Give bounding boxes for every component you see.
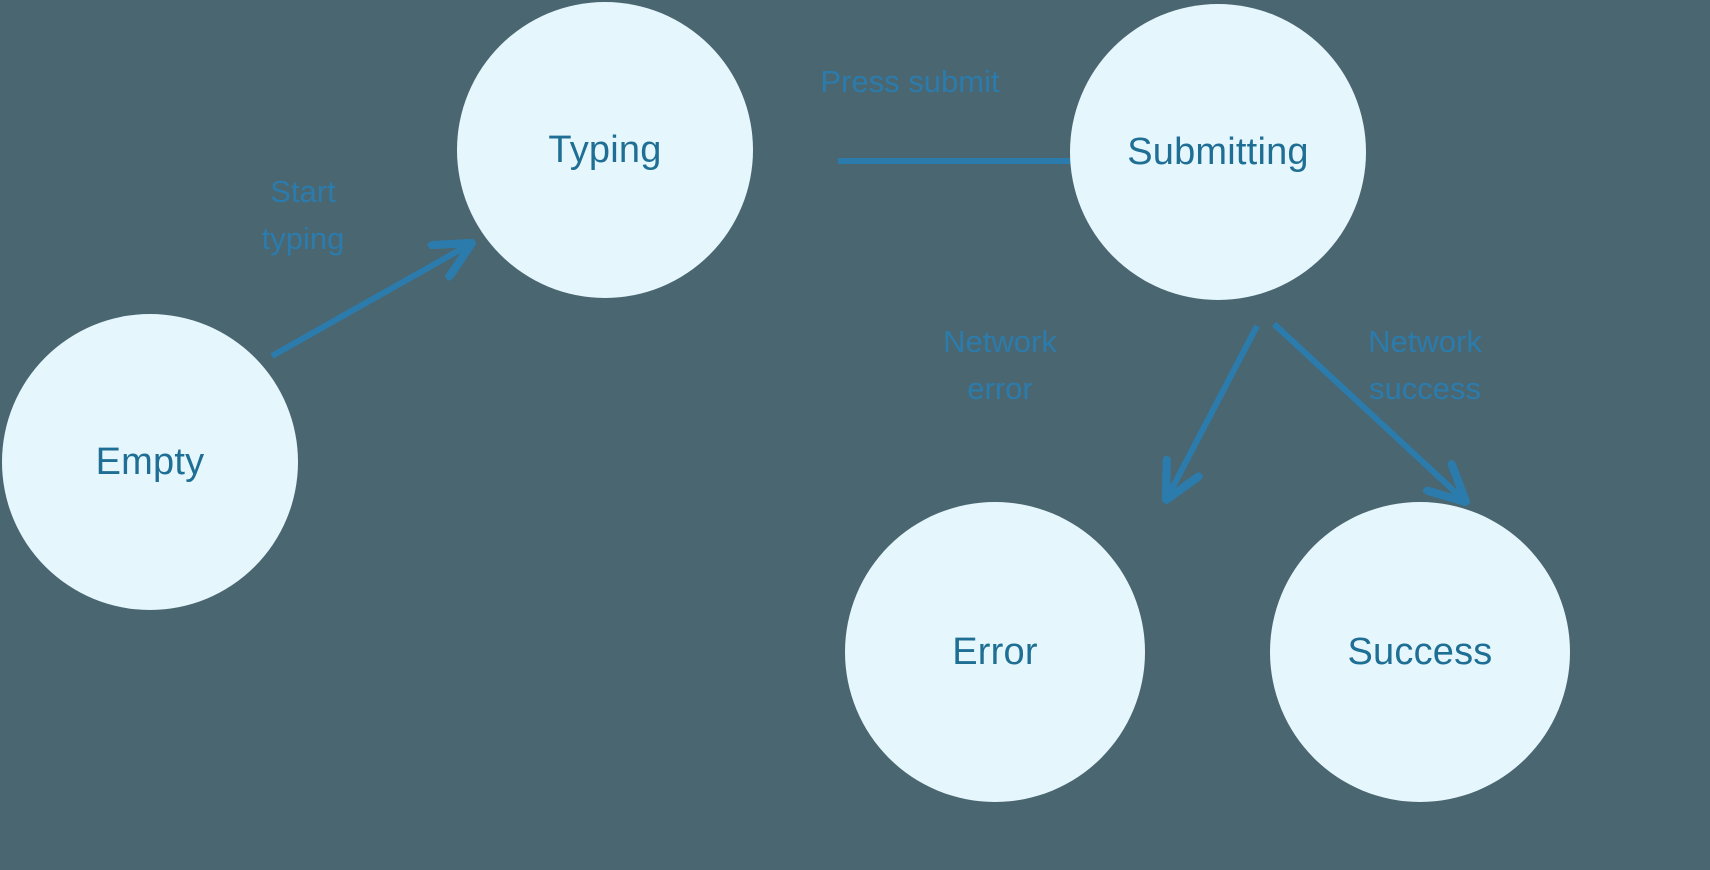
state-node-typing[interactable]: Typing — [457, 2, 753, 298]
state-node-submitting-label: Submitting — [1127, 131, 1309, 173]
state-node-empty-label: Empty — [95, 441, 205, 483]
edge-empty-to-typing — [270, 243, 472, 359]
state-node-empty[interactable]: Empty — [2, 314, 298, 610]
edge-submitting-to-success — [1271, 321, 1466, 502]
state-node-submitting[interactable]: Submitting — [1070, 4, 1366, 300]
edge-submitting-to-error — [1166, 324, 1260, 500]
state-node-error-label: Error — [952, 631, 1038, 673]
state-node-error[interactable]: Error — [845, 502, 1145, 802]
state-node-success[interactable]: Success — [1270, 502, 1570, 802]
state-node-typing-label: Typing — [548, 129, 662, 171]
state-node-success-label: Success — [1347, 631, 1493, 673]
